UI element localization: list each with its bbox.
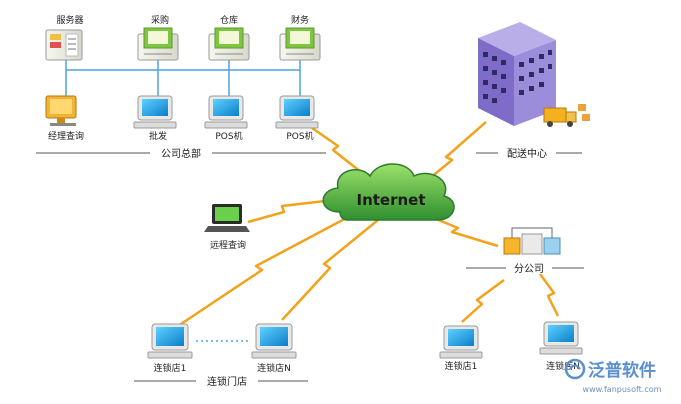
computer-icon (439, 325, 483, 359)
server-icon (137, 27, 179, 61)
server-icon (279, 27, 321, 61)
computer-icon (133, 95, 177, 129)
distribution-label: 配送中心 (507, 147, 547, 160)
purchase-label: 采购 (151, 14, 169, 26)
pos-label-2: POS机 (286, 130, 313, 142)
chain-store-1-label: 连锁店1 (154, 362, 187, 374)
link-chain-n (281, 219, 379, 321)
lightning-links (177, 121, 560, 328)
computer-icon (539, 321, 583, 355)
computer-icon (204, 95, 248, 129)
link-hq (311, 126, 367, 177)
branch-store-n-label: 连锁店N (546, 360, 580, 372)
building-icon (478, 22, 556, 126)
branch-label: 分公司 (514, 263, 544, 275)
link-remote (247, 198, 335, 224)
brand-logo (564, 358, 586, 380)
server-label: 服务器 (56, 14, 83, 26)
hq-group-label: 公司总部 (161, 147, 201, 160)
chain-group-label: 连锁门店 (207, 375, 247, 388)
cloud-icon (322, 163, 455, 221)
chain-store-n-label: 连锁店N (257, 362, 291, 374)
server-icon (208, 27, 250, 61)
warehouse-label: 仓库 (220, 14, 238, 26)
link-distribution (429, 121, 487, 179)
monitor-icon (45, 95, 77, 126)
branch-store-1-label: 连锁店1 (445, 360, 478, 372)
hq-bus (65, 60, 301, 100)
brand-name: 泛普软件 (588, 360, 656, 381)
computer-icon (251, 323, 297, 359)
computer-icon (147, 323, 193, 359)
branch-server-icon (503, 227, 561, 255)
remote-query-label: 远程查询 (210, 239, 246, 251)
manager-query-label: 经理查询 (48, 130, 84, 142)
pos-label-1: POS机 (215, 130, 242, 142)
truck-icon (543, 104, 590, 127)
link-branch-store-n (538, 273, 560, 317)
computer-icon (275, 95, 319, 129)
laptop-icon (204, 204, 250, 232)
link-branch (423, 212, 499, 248)
server-icon (45, 29, 83, 61)
wholesale-label: 批发 (149, 130, 167, 142)
link-branch-store-1 (461, 278, 505, 323)
link-chain-1 (177, 213, 353, 328)
internet-label: Internet (356, 191, 425, 209)
brand-url: www.fanpusoft.com (583, 385, 662, 394)
finance-label: 财务 (291, 14, 309, 26)
